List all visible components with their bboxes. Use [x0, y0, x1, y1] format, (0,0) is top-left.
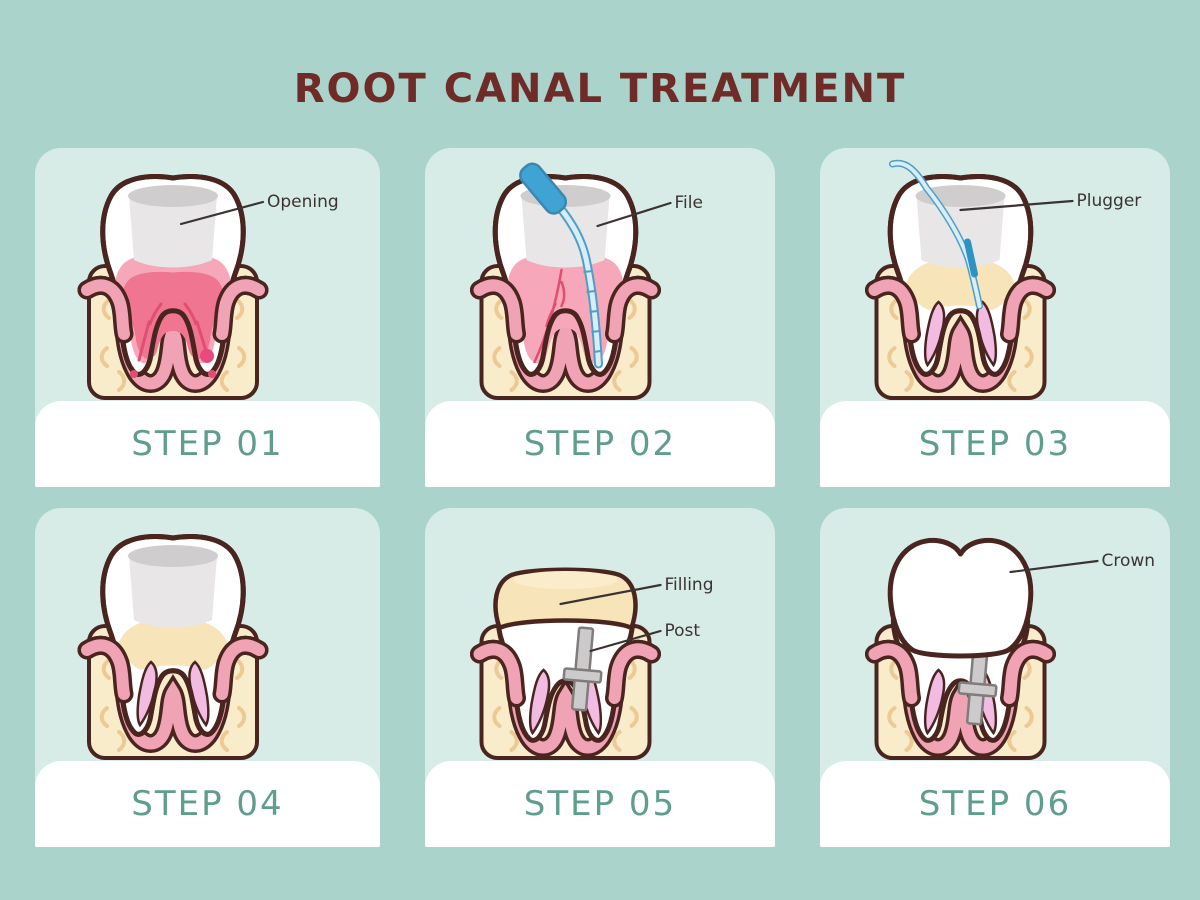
- annotation-label: File: [675, 193, 703, 213]
- tooth-illustration: [87, 537, 259, 760]
- annotation-label: Post: [665, 621, 701, 641]
- crown-cap: [887, 537, 1034, 659]
- step-label: STEP 03: [918, 424, 1072, 464]
- steps-grid: Opening STEP 01: [35, 148, 1170, 847]
- step-band-04: STEP 04: [35, 761, 380, 847]
- step-card-06: Crown STEP 06: [820, 508, 1170, 847]
- step-label: STEP 02: [523, 424, 677, 464]
- tooth-file-illustration: File: [425, 162, 703, 400]
- step-band-01: STEP 01: [35, 401, 380, 487]
- tooth-illustration: [480, 567, 652, 760]
- tooth-illustration: [875, 537, 1047, 760]
- step-band-02: STEP 02: [425, 401, 775, 487]
- illustration-step-03: Plugger: [820, 148, 1170, 401]
- file-tool: [519, 162, 603, 369]
- step-card-03: Plugger STEP 03: [820, 148, 1170, 487]
- illustration-step-04: [35, 508, 380, 761]
- illustration-step-02: File: [425, 148, 775, 401]
- tooth-opening-illustration: Opening: [35, 148, 339, 400]
- leader-line-filling: [559, 583, 662, 606]
- step-label: STEP 06: [918, 784, 1072, 824]
- leader-line-post: [589, 629, 662, 653]
- annotation-label: Crown: [1102, 551, 1156, 571]
- tooth-filled-canals-illustration: [35, 508, 380, 760]
- annotation-label: Opening: [267, 192, 339, 212]
- step-band-03: STEP 03: [820, 401, 1170, 487]
- leader-line-file: [596, 201, 672, 228]
- step-band-06: STEP 06: [820, 761, 1170, 847]
- illustration-step-06: Crown: [820, 508, 1170, 761]
- plugger-tool: [889, 159, 983, 310]
- tooth-illustration: [87, 177, 259, 400]
- annotation-label: Filling: [665, 575, 714, 595]
- step-label: STEP 01: [131, 424, 284, 464]
- page-title: ROOT CANAL TREATMENT: [293, 66, 907, 112]
- step-label: STEP 05: [523, 784, 677, 824]
- leader-line-opening: [179, 200, 265, 226]
- leader-line-crown: [1009, 559, 1099, 574]
- step-card-02: File STEP 02: [425, 148, 775, 487]
- annotation-label: Plugger: [1077, 191, 1142, 211]
- illustration-step-01: Opening: [35, 148, 380, 401]
- filling-cap: [493, 567, 638, 631]
- tooth-filling-post-illustration: Filling Post: [425, 567, 714, 760]
- tooth-illustration: [875, 159, 1047, 400]
- step-card-01: Opening STEP 01: [35, 148, 380, 487]
- step-card-05: Filling Post STEP 05: [425, 508, 775, 847]
- leader-line-plugger: [959, 199, 1074, 212]
- tooth-plugger-illustration: Plugger: [820, 159, 1142, 400]
- illustration-step-05: Filling Post: [425, 508, 775, 761]
- tooth-crown-illustration: Crown: [820, 537, 1156, 760]
- step-band-05: STEP 05: [425, 761, 775, 847]
- step-label: STEP 04: [131, 784, 284, 824]
- tooth-illustration: [480, 162, 652, 400]
- step-card-04: STEP 04: [35, 508, 380, 847]
